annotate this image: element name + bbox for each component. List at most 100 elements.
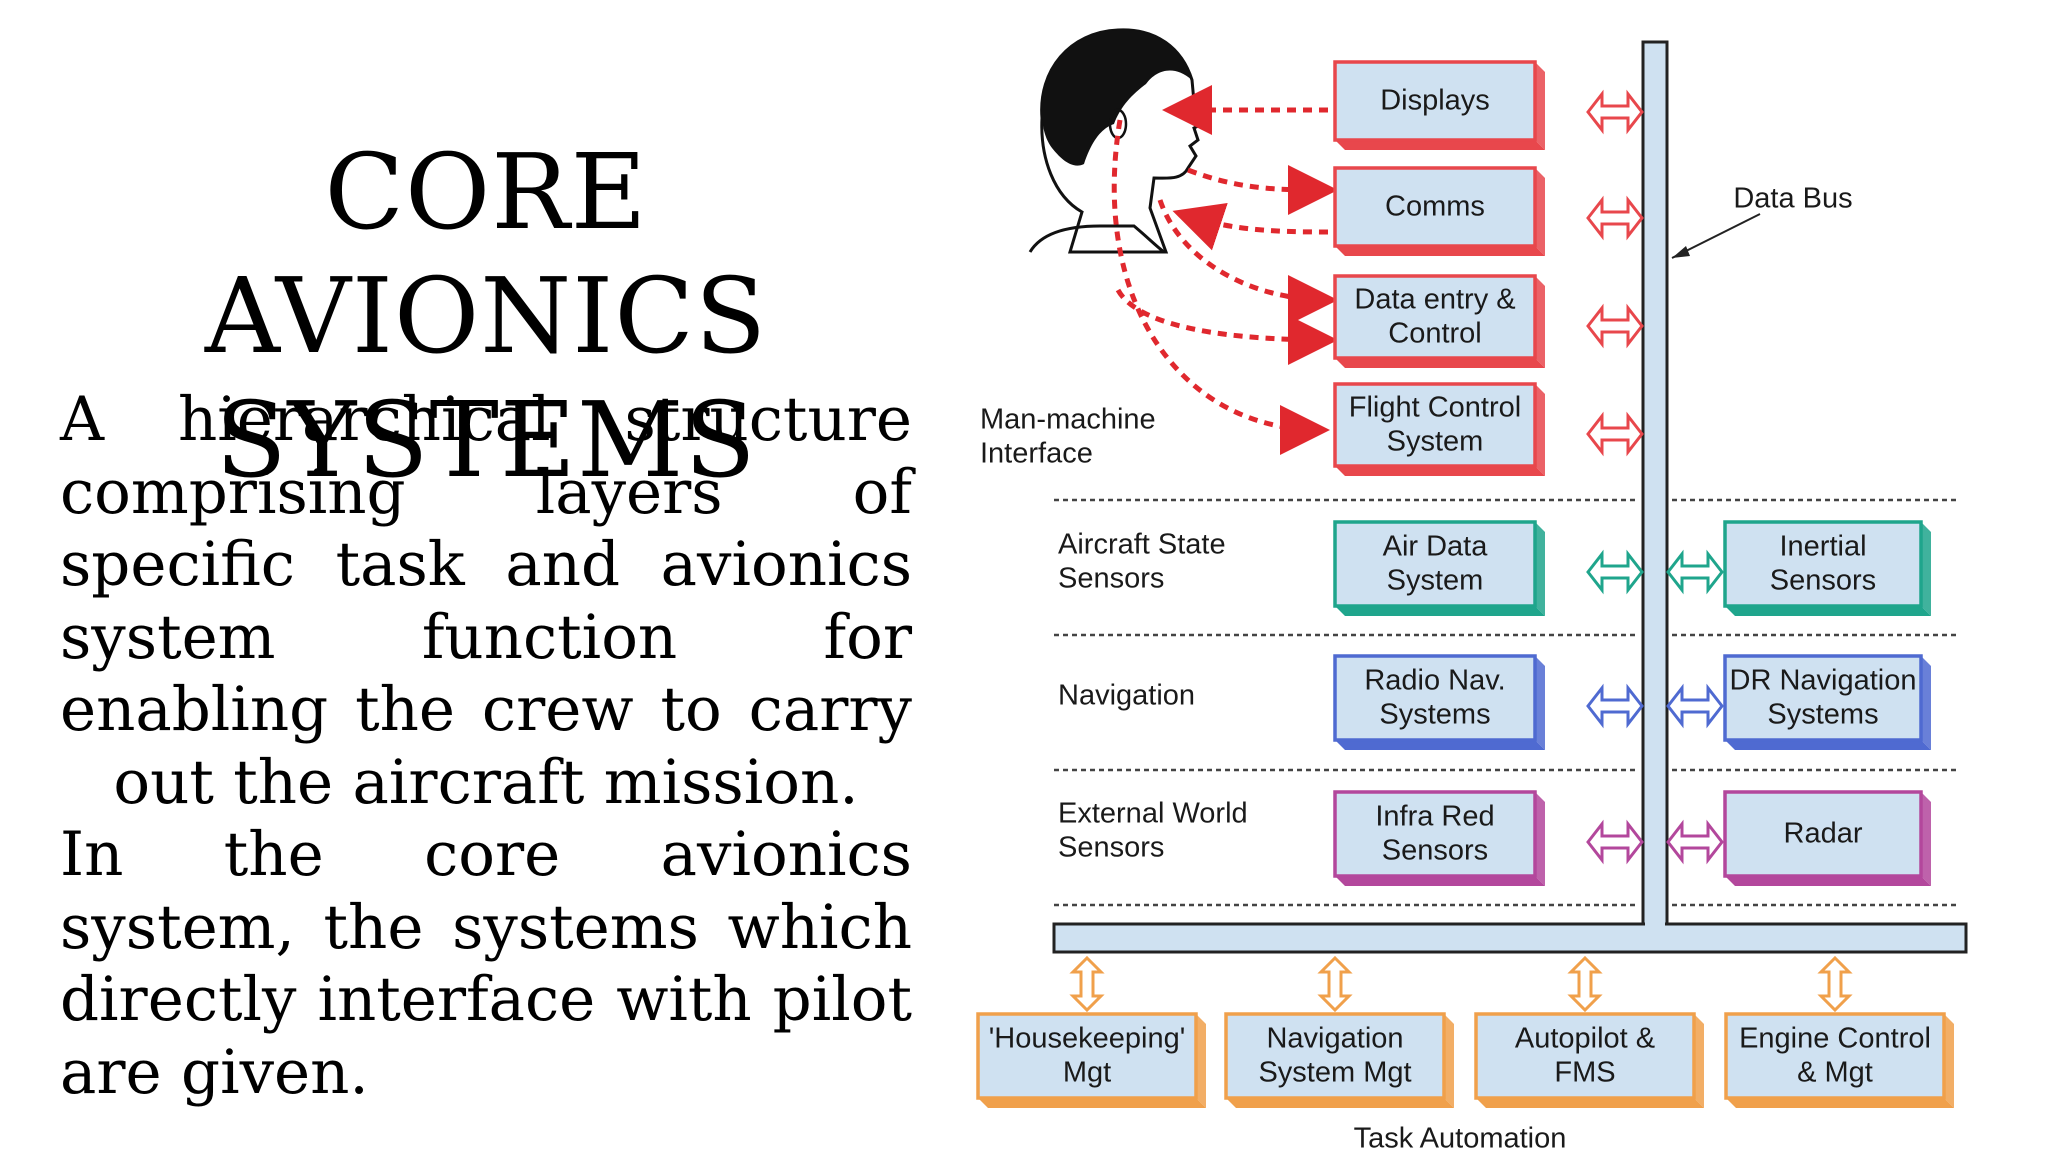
data-entry-control-box-line-2: Control [1388, 318, 1482, 350]
flight-control-system-box-side [1535, 384, 1545, 476]
pilot-shoulder [1028, 224, 1165, 254]
radio-nav-systems-box-bottom [1335, 740, 1545, 750]
radar-box-bus-arrow-shape [1666, 819, 1724, 865]
link-comms-head [1172, 202, 1329, 251]
body-paragraph-2: In the core avionics system, the systems… [60, 819, 912, 1108]
displays-box-bottom [1335, 140, 1545, 150]
layer-label-4-line-1: External World [1058, 798, 1248, 830]
layer-label-2-line-1: Aircraft State [1058, 529, 1226, 561]
link-head-comms [1187, 164, 1338, 215]
radio-nav-systems-box-line-1: Radio Nav. [1364, 665, 1505, 697]
navigation-system-mgt-box-face [1224, 1012, 1446, 1100]
air-data-system-box-face [1333, 520, 1537, 608]
body-paragraph-1: A hierarchical structure comprising laye… [60, 384, 912, 818]
data-bus-label-text: Data Bus [1733, 183, 1852, 215]
autopilot-fms-box-bus-arrow [1567, 955, 1603, 1013]
data-bus-junction [1645, 920, 1665, 932]
data-entry-control-box: Data entry &Control [1333, 274, 1545, 368]
inertial-sensors-box-bus-arrow-shape [1666, 549, 1724, 595]
displays-box-line-1: Displays [1380, 85, 1490, 117]
link-head-data-entry [1157, 199, 1338, 325]
autopilot-fms-box-face [1474, 1012, 1696, 1100]
air-data-system-box-side [1535, 522, 1545, 616]
inertial-sensors-box-bottom [1725, 606, 1931, 616]
air-data-system-box-line-2: System [1387, 565, 1484, 597]
flight-control-system-box-face [1333, 382, 1537, 468]
comms-box-face [1333, 166, 1537, 248]
data-entry-control-box-side [1535, 276, 1545, 368]
dr-navigation-systems-box-side [1921, 656, 1931, 750]
slide-title: CORE AVIONICS SYSTEMS [60, 130, 912, 502]
title-line-2: SYSTEMS [215, 379, 757, 501]
radio-nav-systems-box-face [1333, 654, 1537, 742]
air-data-system-box-bus-arrow [1586, 549, 1644, 595]
radio-nav-systems-box-bus-arrow [1586, 683, 1644, 729]
data-entry-control-box-line-1: Data entry & [1354, 284, 1515, 316]
data-bus-vertical [1641, 40, 1669, 928]
engine-control-mgt-box-bus-arrow [1817, 955, 1853, 1013]
data-bus-pointer-head [1672, 246, 1690, 258]
engine-control-mgt-box-face [1724, 1012, 1946, 1100]
navigation-system-mgt-box-bottom [1226, 1098, 1454, 1108]
navigation-system-mgt-box-bus-arrow [1317, 955, 1353, 1013]
navigation-system-mgt-box-side [1444, 1014, 1454, 1108]
navigation-system-mgt-box-line-2: System Mgt [1258, 1057, 1411, 1089]
displays-box-face [1333, 60, 1537, 142]
infra-red-sensors-box-line-2: Sensors [1382, 835, 1488, 867]
comms-box-bus-arrow [1586, 195, 1644, 241]
inertial-sensors-box-bus-arrow [1666, 549, 1724, 595]
radio-nav-systems-box-line-2: Systems [1379, 699, 1490, 731]
infra-red-sensors-box-side [1535, 792, 1545, 886]
infra-red-sensors-box-bottom [1335, 876, 1545, 886]
autopilot-fms-box-line-2: FMS [1554, 1057, 1615, 1089]
air-data-system-box-bottom [1335, 606, 1545, 616]
autopilot-fms-box-bus-arrow-shape [1567, 955, 1603, 1013]
autopilot-fms-box-bottom [1476, 1098, 1704, 1108]
data-entry-control-box-bottom [1335, 358, 1545, 368]
engine-control-mgt-box-bottom [1726, 1098, 1954, 1108]
housekeeping-mgt-box-line-1: 'Housekeeping' [989, 1023, 1186, 1055]
engine-control-mgt-box: Engine Control& Mgt [1724, 1012, 1954, 1108]
navigation-system-mgt-box-bus-arrow-shape [1317, 955, 1353, 1013]
flight-control-system-box-bottom [1335, 466, 1545, 476]
layer-label-1-line-1: Man-machine [980, 404, 1156, 436]
housekeeping-mgt-box-bus-arrow [1069, 955, 1105, 1013]
autopilot-fms-box: Autopilot &FMS [1474, 1012, 1704, 1108]
flight-control-system-box-bus-arrow [1586, 411, 1644, 457]
radar-box-line-1: Radar [1784, 818, 1863, 850]
radar-box-bus-arrow [1666, 819, 1724, 865]
air-data-system-box-line-1: Air Data [1383, 531, 1489, 563]
navigation-system-mgt-box-line-1: Navigation [1266, 1023, 1403, 1055]
data-bus-horizontal [1052, 922, 1968, 954]
comms-box-bus-arrow-shape [1586, 195, 1644, 241]
engine-control-mgt-box-line-1: Engine Control [1739, 1023, 1931, 1055]
dr-navigation-systems-box-line-2: Systems [1767, 699, 1878, 731]
data-bus-label: Data Bus [1671, 183, 1853, 259]
dr-navigation-systems-box-bus-arrow-shape [1666, 683, 1724, 729]
radio-nav-systems-box-side [1535, 656, 1545, 750]
comms-box-line-1: Comms [1385, 191, 1485, 223]
infra-red-sensors-box-line-1: Infra Red [1375, 801, 1494, 833]
slide-body: A hierarchical structure comprising laye… [60, 384, 912, 1109]
radio-nav-systems-box-bus-arrow-shape [1586, 683, 1644, 729]
dr-navigation-systems-box-line-1: DR Navigation [1730, 665, 1917, 697]
comms-box-side [1535, 168, 1545, 256]
radar-box-face [1723, 790, 1923, 878]
engine-control-mgt-box-side [1944, 1014, 1954, 1108]
dr-navigation-systems-box-bus-arrow [1666, 683, 1724, 729]
flight-control-system-box-line-2: System [1387, 426, 1484, 458]
data-entry-control-box-face [1333, 274, 1537, 360]
housekeeping-mgt-box-bottom [978, 1098, 1206, 1108]
inertial-sensors-box-side [1921, 522, 1931, 616]
layer-label-2-line-2: Sensors [1058, 563, 1164, 595]
infra-red-sensors-box-bus-arrow-shape [1586, 819, 1644, 865]
radio-nav-systems-box: Radio Nav.Systems [1333, 654, 1545, 750]
